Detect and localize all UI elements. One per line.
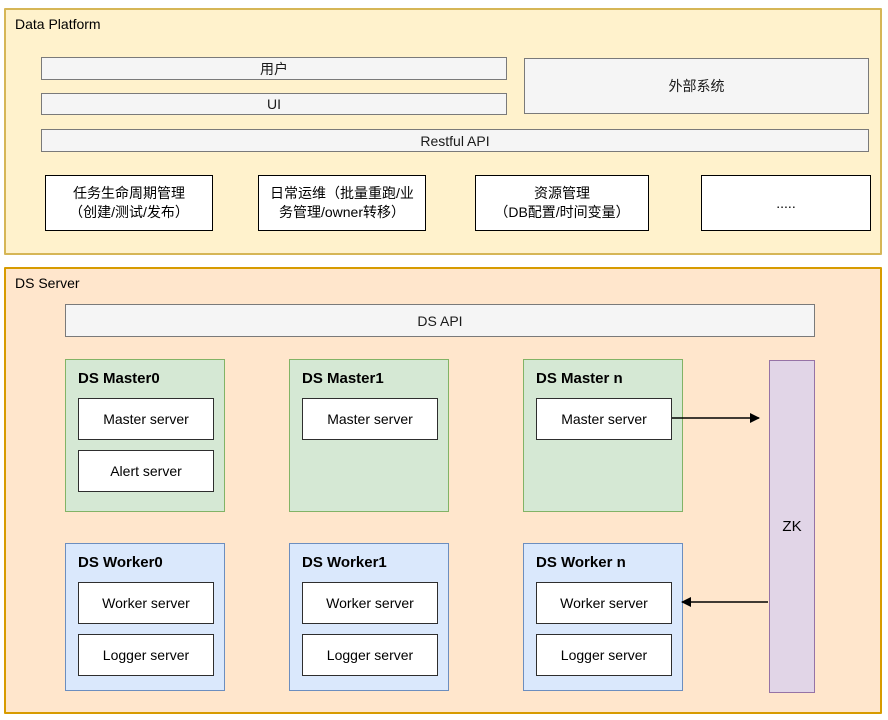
task-lifecycle-box: 任务生命周期管理 （创建/测试/发布）	[45, 175, 213, 231]
data-platform-section: Data Platform 用户 UI 外部系统 Restful API 任务生…	[4, 8, 882, 255]
daily-ops-box: 日常运维（批量重跑/业 务管理/owner转移）	[258, 175, 426, 231]
ds-master0-label: DS Master0	[78, 370, 160, 387]
ds-worker-n-group: DS Worker n Worker server Logger server	[523, 543, 683, 691]
data-platform-title: Data Platform	[15, 16, 101, 32]
ds-server-title: DS Server	[15, 275, 80, 291]
alert-server-box: Alert server	[78, 450, 214, 492]
logger-server-box: Logger server	[78, 634, 214, 676]
resource-management-box: 资源管理 （DB配置/时间变量）	[475, 175, 649, 231]
ds-master1-label: DS Master1	[302, 370, 384, 387]
ds-api-bar: DS API	[65, 304, 815, 337]
users-bar: 用户	[41, 57, 507, 80]
restful-api-bar: Restful API	[41, 129, 869, 152]
worker-server-box: Worker server	[302, 582, 438, 624]
master-server-box: Master server	[302, 398, 438, 440]
ds-master-n-group: DS Master n Master server	[523, 359, 683, 512]
ds-master0-group: DS Master0 Master server Alert server	[65, 359, 225, 512]
ui-bar: UI	[41, 93, 507, 115]
master-server-box: Master server	[536, 398, 672, 440]
ds-master-n-label: DS Master n	[536, 370, 623, 387]
logger-server-box: Logger server	[536, 634, 672, 676]
ds-worker1-label: DS Worker1	[302, 554, 387, 571]
ds-worker0-group: DS Worker0 Worker server Logger server	[65, 543, 225, 691]
ds-master1-group: DS Master1 Master server	[289, 359, 449, 512]
ds-worker-n-label: DS Worker n	[536, 554, 626, 571]
more-features-box: .....	[701, 175, 871, 231]
logger-server-box: Logger server	[302, 634, 438, 676]
zookeeper-box: ZK	[769, 360, 815, 693]
external-system-box: 外部系统	[524, 58, 869, 114]
worker-server-box: Worker server	[78, 582, 214, 624]
worker-server-box: Worker server	[536, 582, 672, 624]
master-server-box: Master server	[78, 398, 214, 440]
ds-worker0-label: DS Worker0	[78, 554, 163, 571]
ds-worker1-group: DS Worker1 Worker server Logger server	[289, 543, 449, 691]
ds-server-section: DS Server DS API DS Master0 Master serve…	[4, 267, 882, 714]
